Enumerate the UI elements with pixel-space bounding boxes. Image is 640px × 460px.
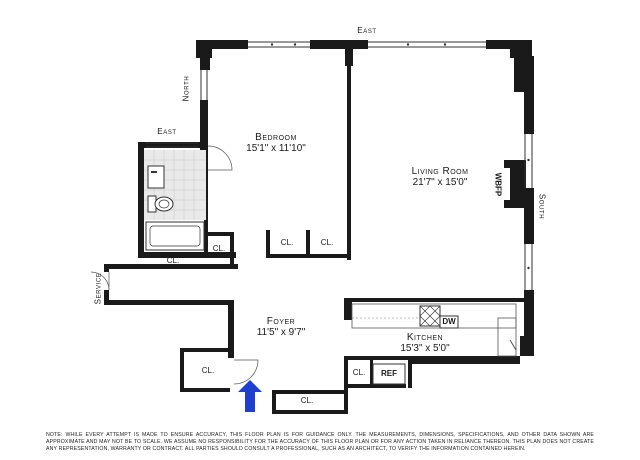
compass-east-bath: East — [157, 127, 177, 136]
room-living: Living Room 21'7" x 15'0" — [390, 166, 490, 188]
bathroom-fixtures — [144, 150, 206, 251]
entry-arrow — [238, 380, 262, 412]
living-room-dims: 21'7" x 15'0" — [412, 177, 468, 188]
closet-foyer-bottom: CL. — [300, 396, 314, 405]
compass-east-top: East — [357, 26, 377, 35]
closet-hall: CL. — [166, 256, 180, 265]
windows — [146, 41, 533, 290]
room-kitchen: Kitchen 15'3" x 5'0" — [380, 332, 470, 354]
closet-bath: CL. — [212, 244, 226, 253]
closet-bedroom-2: CL. — [320, 238, 334, 247]
living-room-name: Living Room — [411, 166, 469, 177]
window-mullions — [270, 43, 530, 270]
room-foyer: Foyer 11'5" x 9'7" — [236, 316, 326, 338]
door-swings — [90, 145, 259, 385]
disclaimer-note: Note: While every attempt is made to ens… — [46, 432, 594, 452]
kitchen-fixtures — [351, 303, 517, 385]
bedroom-dims: 15'1" x 11'10" — [246, 143, 306, 154]
foyer-name: Foyer — [266, 316, 296, 327]
bedroom-name: Bedroom — [255, 132, 297, 143]
compass-service: Service — [93, 272, 103, 305]
closet-kitchen: CL. — [352, 368, 366, 377]
dishwasher-label: DW — [442, 317, 456, 326]
closet-bedroom-1: CL. — [280, 238, 294, 247]
wbfp-label: WBFP — [493, 172, 503, 197]
closet-foyer-left: CL. — [201, 366, 215, 375]
foyer-dims: 11'5" x 9'7" — [256, 327, 306, 338]
refrigerator-label: REF — [381, 369, 397, 378]
compass-south: South — [537, 193, 547, 220]
kitchen-dims: 15'3" x 5'0" — [400, 343, 450, 354]
compass-north: North — [181, 75, 191, 102]
room-bedroom: Bedroom 15'1" x 11'10" — [226, 132, 326, 154]
kitchen-name: Kitchen — [406, 332, 444, 343]
